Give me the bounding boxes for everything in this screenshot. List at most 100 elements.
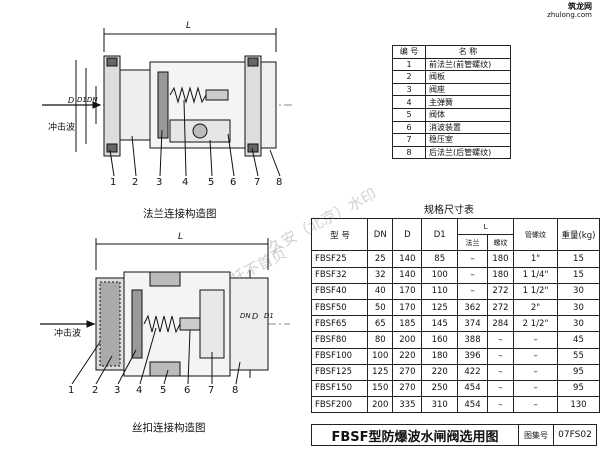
parts-header-no: 编 号 (392, 45, 426, 59)
parts-header-name: 名 称 (425, 45, 511, 59)
spec-header-d1: D1 (421, 217, 459, 252)
cell-thread: – (513, 363, 558, 381)
flange-connection-drawing (42, 28, 295, 177)
cell-dn: 200 (367, 396, 394, 414)
cell-d1: 110 (421, 282, 459, 300)
cell-l-flange: 422 (457, 363, 488, 381)
spec-header-dn: DN (367, 217, 394, 252)
cell-l-thread: 284 (486, 315, 515, 333)
flange-dim-D: D (68, 96, 75, 105)
cell-weight: 30 (556, 298, 600, 317)
cell-weight: 45 (556, 331, 600, 349)
cell-dn: 25 (367, 250, 394, 268)
part-no: 6 (392, 120, 426, 135)
flange-drawing-caption: 法兰连接构造图 (143, 208, 217, 220)
spec-subheader-row: 法兰 螺纹 (312, 234, 600, 252)
cell-l-thread: – (486, 331, 515, 349)
flange-leader-1: 1 (110, 177, 117, 188)
thread-dim-D: D (252, 312, 259, 321)
flange-leader-2: 2 (132, 177, 139, 188)
cell-d: 220 (392, 347, 423, 365)
cell-d1: 100 (421, 266, 459, 284)
cell-thread: – (513, 347, 558, 365)
cell-l-flange: 454 (457, 379, 488, 398)
cell-dn: 125 (367, 363, 394, 381)
cell-model: FBSF25 (310, 250, 369, 268)
thread-leader-3: 3 (114, 385, 121, 396)
cell-dn: 32 (367, 266, 394, 284)
cell-d: 185 (392, 315, 423, 333)
thread-dim-L: L (178, 232, 184, 242)
thread-leader-8: 8 (232, 385, 239, 396)
thread-leader-5: 5 (160, 385, 167, 396)
cell-l-flange: 374 (457, 315, 488, 333)
spec-header-weight: 重量(kg) (556, 217, 600, 252)
cell-d: 335 (392, 396, 423, 414)
cell-model: FBSF40 (310, 282, 369, 300)
cell-d: 140 (392, 266, 423, 284)
cell-l-thread: 180 (486, 250, 515, 268)
cell-d1: 220 (421, 363, 459, 381)
cell-l-flange: 388 (457, 331, 488, 349)
flange-flow-label: 冲击波 (48, 123, 76, 133)
part-no: 4 (392, 95, 426, 109)
cell-d1: 125 (421, 298, 459, 317)
part-name: 阀体 (425, 107, 511, 122)
cell-d: 140 (392, 250, 423, 268)
flange-leader-5: 5 (208, 177, 215, 188)
part-no: 7 (392, 133, 426, 147)
cell-dn: 150 (367, 379, 394, 398)
cell-thread: – (513, 379, 558, 398)
cell-model: FBSF125 (310, 363, 369, 381)
cell-dn: 40 (367, 282, 394, 300)
cell-d1: 310 (421, 396, 459, 414)
cell-l-thread: 272 (486, 298, 515, 317)
cell-d1: 85 (421, 250, 459, 268)
spec-header-thread: 管螺纹 (513, 217, 558, 252)
flange-leader-6: 6 (230, 177, 237, 188)
cell-weight: 15 (556, 250, 600, 268)
cell-model: FBSF100 (310, 347, 369, 365)
atlas-number-label: 图集号 (519, 425, 554, 445)
cell-l-thread: 180 (486, 266, 515, 284)
part-no: 8 (392, 145, 426, 160)
cell-weight: 55 (556, 347, 600, 365)
flange-leader-4: 4 (182, 177, 189, 188)
thread-dim-D1: D1 (264, 312, 274, 320)
cell-model: FBSF32 (310, 266, 369, 284)
cell-weight: 30 (556, 315, 600, 333)
thread-leader-4: 4 (136, 385, 143, 396)
spec-header-l-thread: 螺纹 (486, 234, 515, 252)
logo-name: 筑龙网 (568, 2, 592, 11)
cell-weight: 95 (556, 363, 600, 381)
cell-weight: 130 (556, 396, 600, 414)
cell-model: FBSF50 (310, 298, 369, 317)
cell-d: 170 (392, 298, 423, 317)
cell-weight: 95 (556, 379, 600, 398)
cell-thread: 1 1/4" (513, 266, 558, 284)
part-no: 3 (392, 82, 426, 97)
spec-header-l: L (457, 217, 515, 236)
cell-thread: 1 1/2" (513, 282, 558, 300)
cell-d1: 160 (421, 331, 459, 349)
cell-model: FBSF65 (310, 315, 369, 333)
part-name: 消波装置 (425, 120, 511, 135)
thread-flow-label: 冲击波 (54, 329, 82, 339)
spec-header-d: D (392, 217, 423, 252)
flange-leader-8: 8 (276, 177, 283, 188)
spec-table-title: 规格尺寸表 (424, 205, 474, 216)
cell-d1: 145 (421, 315, 459, 333)
cell-dn: 100 (367, 347, 394, 365)
cell-model: FBSF200 (310, 396, 369, 414)
